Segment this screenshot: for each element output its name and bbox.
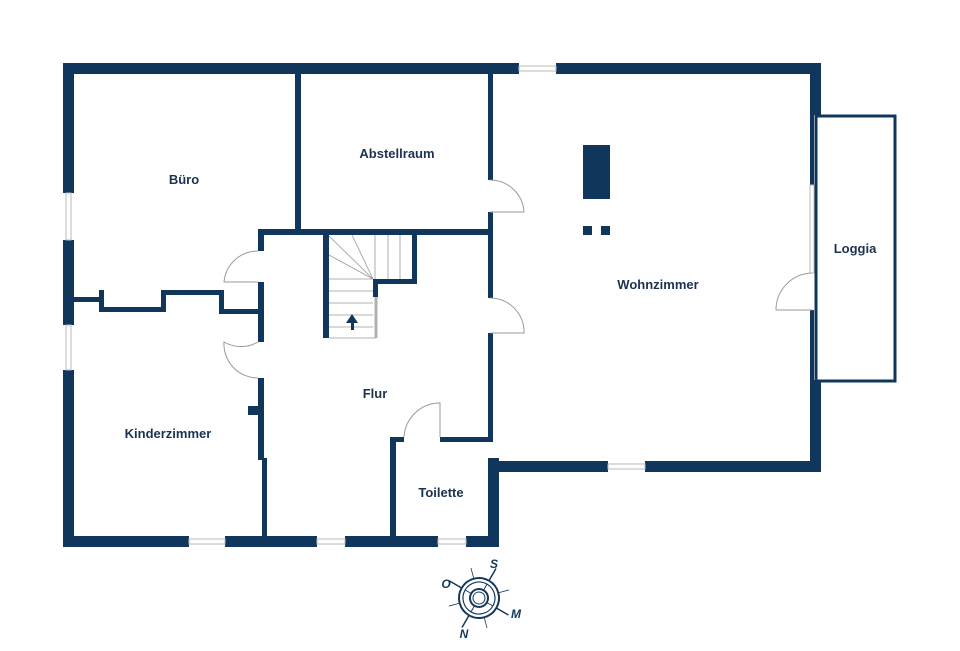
room-label-buero: Büro xyxy=(169,172,199,187)
wall-flur-left-4 xyxy=(262,458,267,543)
wall-wohn-flur xyxy=(488,333,493,438)
wall-stair-right xyxy=(412,232,417,284)
window-bottom-kinder xyxy=(188,538,226,545)
wall-flur-top xyxy=(258,229,493,235)
door-loggia xyxy=(775,272,813,311)
wall-flur-left-1 xyxy=(258,229,264,251)
wall-left-mid xyxy=(63,240,74,325)
room-label-flur: Flur xyxy=(363,386,388,401)
wall-bottom-4 xyxy=(466,536,499,547)
wall-abstell-wohn-upper xyxy=(488,63,493,180)
window-left-kinder xyxy=(65,324,72,371)
window-left-buero xyxy=(65,192,72,241)
wall-step-2 xyxy=(99,290,104,307)
room-label-wohnzimmer: Wohnzimmer xyxy=(617,277,698,292)
wall-toilet-left xyxy=(390,437,396,547)
loggia-outline xyxy=(814,114,897,383)
compass-east-label: O xyxy=(441,577,451,591)
wall-toilet-top-right xyxy=(440,437,493,442)
compass-west-label: M xyxy=(511,607,522,621)
up-arrow-icon xyxy=(346,314,358,330)
wall-right-upper xyxy=(810,115,814,185)
window-bottom-flur xyxy=(316,538,346,545)
staircase xyxy=(328,234,401,339)
wall-step-1 xyxy=(74,297,102,302)
wall-living-bottom-1 xyxy=(488,461,608,472)
wall-right-bottom xyxy=(810,380,821,472)
wall-top-left xyxy=(63,63,519,74)
windows xyxy=(65,65,815,545)
door-abstellraum xyxy=(489,179,525,213)
wall-nub xyxy=(248,406,258,415)
room-label-loggia: Loggia xyxy=(834,241,877,256)
wall-bottom-2 xyxy=(225,536,317,547)
window-living-bottom xyxy=(607,463,646,470)
furniture-square-1 xyxy=(583,226,592,235)
compass-rose-icon xyxy=(448,567,510,629)
compass-north-label: N xyxy=(460,627,469,641)
wall-bottom-1 xyxy=(63,536,189,547)
wall-stair-inner xyxy=(373,279,378,297)
wall-left-lower xyxy=(63,370,74,547)
fireplace-block xyxy=(583,145,610,199)
doors xyxy=(223,179,813,438)
wall-abstell-wohn-mid xyxy=(488,212,493,298)
wall-stair-left xyxy=(323,232,329,338)
wall-flur-left-3 xyxy=(258,378,264,460)
wall-stair-landing xyxy=(373,279,417,284)
window-top xyxy=(518,65,557,72)
door-kinderzimmer xyxy=(223,341,259,379)
compass-south-label: S xyxy=(490,557,498,571)
walls xyxy=(63,63,821,547)
door-toilette xyxy=(403,402,441,438)
door-buero xyxy=(223,250,259,283)
wall-top-right xyxy=(556,63,821,74)
wall-step-7 xyxy=(219,309,261,314)
door-wohnzimmer xyxy=(489,297,525,334)
wall-living-bottom-2 xyxy=(645,461,821,472)
window-bottom-toilet xyxy=(437,538,467,545)
wall-step-4 xyxy=(161,290,166,312)
window-loggia xyxy=(809,184,815,274)
wall-left-upper xyxy=(63,63,74,193)
wall-toilet-top-left xyxy=(390,437,404,442)
room-label-toilette: Toilette xyxy=(418,485,463,500)
wall-step-6 xyxy=(219,290,224,312)
wall-step-3 xyxy=(99,307,165,312)
room-label-abstellraum: Abstellraum xyxy=(359,146,434,161)
wall-toilet-right xyxy=(488,458,499,547)
wall-step-5 xyxy=(161,290,223,295)
room-label-kinderzimmer: Kinderzimmer xyxy=(125,426,212,441)
room-labels: Büro Abstellraum Wohnzimmer Loggia Flur … xyxy=(125,146,877,500)
wall-right-top xyxy=(810,63,821,115)
wall-buero-abstell xyxy=(295,63,301,231)
furniture-square-2 xyxy=(601,226,610,235)
wall-right-lower xyxy=(810,310,814,382)
